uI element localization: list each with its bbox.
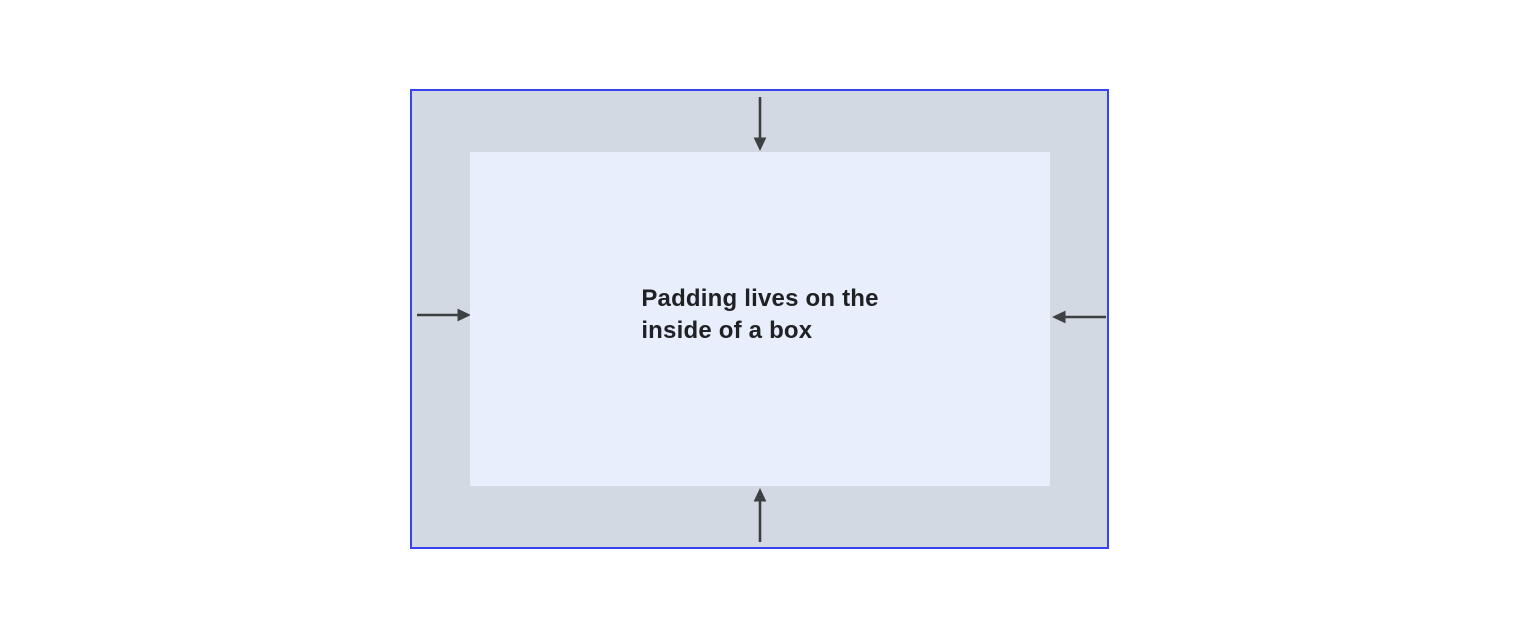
- caption-line-1: Padding lives on the: [641, 285, 879, 312]
- arrow-left-icon: [1052, 309, 1106, 325]
- arrow-down-icon: [752, 97, 768, 151]
- caption-text: Padding lives on the inside of a box: [641, 283, 878, 347]
- element-outer-box: Padding lives on the inside of a box: [410, 89, 1109, 549]
- arrow-right-icon: [417, 307, 471, 323]
- caption-line-2: inside of a box: [641, 317, 813, 344]
- arrow-up-icon: [752, 488, 768, 542]
- content-inner-box: Padding lives on the inside of a box: [470, 152, 1050, 486]
